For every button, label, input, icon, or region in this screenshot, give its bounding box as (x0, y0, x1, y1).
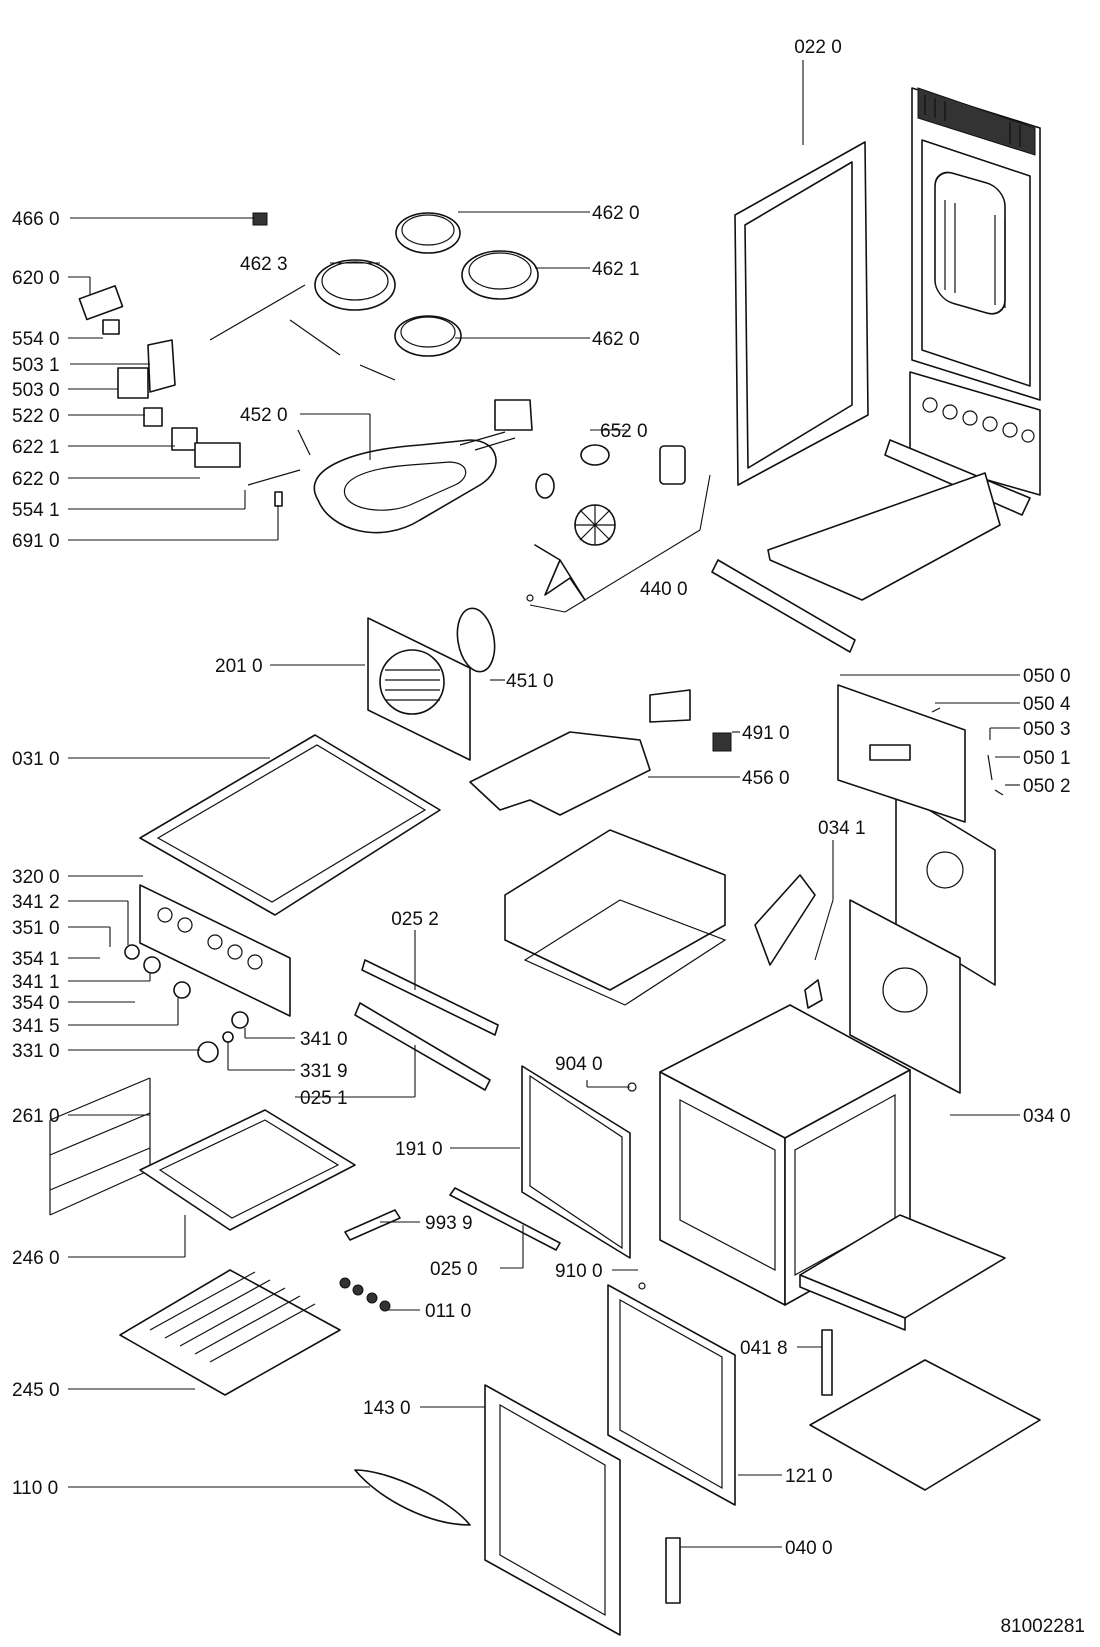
label-452-0: 452 0 (240, 405, 288, 426)
door-glass-frame-drawing (734, 141, 869, 486)
label-050-2: 050 2 (1023, 776, 1071, 797)
label-050-1: 050 1 (1023, 748, 1071, 769)
label-050-0: 050 0 (1023, 666, 1071, 687)
handle-drawing (354, 1469, 471, 1526)
hinge-drawing (665, 1329, 833, 1604)
label-652-0: 652 0 (600, 421, 648, 442)
label-025-2: 025 2 (391, 909, 439, 930)
label-503-0: 503 0 (12, 380, 60, 401)
label-462-0-bottom: 462 0 (592, 329, 640, 350)
label-620-0: 620 0 (12, 268, 60, 289)
label-522-0: 522 0 (12, 406, 60, 427)
label-034-0: 034 0 (1023, 1106, 1071, 1127)
label-910-0: 910 0 (555, 1261, 603, 1282)
bottom-element-drawing (469, 689, 732, 816)
label-261-0: 261 0 (12, 1106, 60, 1127)
label-331-9: 331 9 (300, 1061, 348, 1082)
side-racks-drawing (49, 1077, 151, 1216)
wire-shelf-drawing (119, 1269, 341, 1396)
label-462-0-top: 462 0 (592, 203, 640, 224)
back-plate-drawing (711, 371, 1041, 653)
part-labels: 022 0 466 0 462 0 462 3 462 1 620 0 462 … (12, 37, 1085, 1637)
label-451-0: 451 0 (506, 671, 554, 692)
hardware-drawing (339, 1082, 646, 1312)
knobs-drawing (124, 944, 249, 1063)
label-691-0: 691 0 (12, 531, 60, 552)
control-box-drawing (837, 684, 1004, 823)
side-panel-drawing (911, 87, 1041, 401)
label-121-0: 121 0 (785, 1466, 833, 1487)
label-354-0: 354 0 (12, 993, 60, 1014)
label-462-1: 462 1 (592, 259, 640, 280)
drawer-drawing (799, 1214, 1041, 1491)
door-seal-drawing (521, 1065, 631, 1259)
leader-lines (68, 60, 1020, 1548)
label-456-0: 456 0 (742, 768, 790, 789)
label-031-0: 031 0 (12, 749, 60, 770)
label-011-0: 011 0 (425, 1301, 471, 1322)
label-466-0: 466 0 (12, 209, 60, 230)
label-503-1: 503 1 (12, 355, 60, 376)
label-245-0: 245 0 (12, 1380, 60, 1401)
label-143-0: 143 0 (363, 1398, 411, 1419)
label-246-0: 246 0 (12, 1248, 60, 1269)
label-050-3: 050 3 (1023, 719, 1071, 740)
insulation-plates-drawing (804, 789, 996, 1094)
label-341-2: 341 2 (12, 892, 60, 913)
top-panel-drawing (139, 734, 441, 916)
label-034-1: 034 1 (818, 818, 866, 839)
oven-liner-drawing (504, 829, 816, 1006)
grill-element-drawing (313, 399, 533, 534)
door-inner-frame-drawing (607, 1284, 736, 1506)
label-040-0: 040 0 (785, 1538, 833, 1559)
label-320-0: 320 0 (12, 867, 60, 888)
door-outer-drawing (484, 1384, 621, 1636)
label-993-9: 993 9 (425, 1213, 473, 1234)
label-341-1: 341 1 (12, 972, 60, 993)
switches-drawing (78, 212, 311, 507)
label-041-8: 041 8 (740, 1338, 788, 1359)
hotplates-drawing (209, 212, 539, 381)
control-panel-drawing (139, 884, 291, 1017)
label-110-0: 110 0 (12, 1478, 58, 1499)
label-331-0: 331 0 (12, 1041, 60, 1062)
label-341-5: 341 5 (12, 1016, 60, 1037)
label-201-0: 201 0 (215, 656, 263, 677)
label-622-0: 622 0 (12, 469, 60, 490)
side-rails-drawing (354, 959, 499, 1091)
label-022-0: 022 0 (794, 37, 842, 58)
label-191-0: 191 0 (395, 1139, 443, 1160)
label-440-0: 440 0 (640, 579, 688, 600)
fan-cover-drawing (367, 607, 496, 761)
label-354-1: 354 1 (12, 949, 60, 970)
label-025-0: 025 0 (430, 1259, 478, 1280)
label-904-0: 904 0 (555, 1054, 603, 1075)
label-050-4: 050 4 (1023, 694, 1071, 715)
fan-motor-drawing (526, 444, 686, 602)
label-554-0: 554 0 (12, 329, 60, 350)
label-351-0: 351 0 (12, 918, 60, 939)
label-622-1: 622 1 (12, 437, 60, 458)
document-number: 81002281 (1000, 1616, 1085, 1637)
label-554-1: 554 1 (12, 500, 60, 521)
label-025-1: 025 1 (300, 1088, 348, 1109)
label-462-3: 462 3 (240, 254, 288, 275)
label-341-0: 341 0 (300, 1029, 348, 1050)
label-491-0: 491 0 (742, 723, 790, 744)
baking-tray-drawing (139, 1109, 356, 1231)
